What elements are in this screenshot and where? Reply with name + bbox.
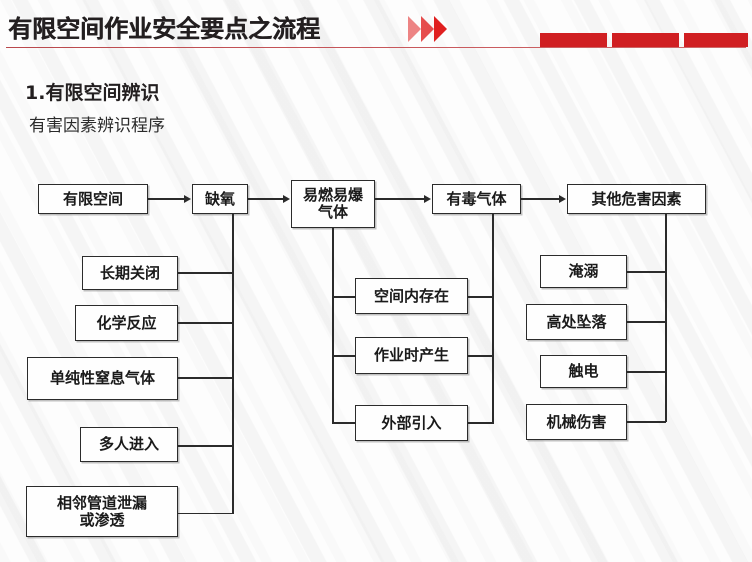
- connector-simple-asphyxiant-gas: [178, 377, 233, 379]
- connector-chemical-reaction: [178, 322, 233, 324]
- connector-introduced-externally-right: [468, 422, 493, 424]
- slide-header: 有限空间作业安全要点之流程: [0, 0, 752, 58]
- connector-electric-shock: [627, 371, 666, 373]
- flow-node-chemical-reaction[interactable]: 化学反应: [75, 305, 178, 341]
- flow-node-label: 易燃易爆 气体: [302, 186, 363, 221]
- flow-node-confined-space[interactable]: 有限空间: [38, 184, 148, 214]
- arrow-head-oxygen-to-flammable: [283, 194, 290, 203]
- flow-node-oxygen-deficiency[interactable]: 缺氧: [192, 184, 248, 214]
- chevron-right-icon-1: [408, 16, 421, 42]
- connector-mechanical-injury: [627, 421, 666, 423]
- header-accent-block-1: [540, 33, 607, 47]
- connector-adjacent-pipe-leak: [178, 512, 233, 514]
- trunk-toxic-gas: [492, 214, 494, 424]
- connector-fall-from-height: [627, 321, 666, 323]
- connector-toxic-to-other: [521, 198, 559, 200]
- header-divider: [6, 47, 746, 48]
- arrow-head-flammable-to-toxic: [424, 194, 431, 203]
- header-accent-block-2: [612, 33, 679, 47]
- chevron-right-icon-3: [434, 16, 447, 42]
- page-title: 有限空间作业安全要点之流程: [8, 15, 320, 43]
- connector-drowning: [627, 271, 666, 273]
- flow-node-multiple-people-entry[interactable]: 多人进入: [80, 427, 178, 462]
- flow-node-mechanical-injury[interactable]: 机械伤害: [526, 404, 627, 440]
- trunk-other-hazards: [665, 214, 667, 422]
- flow-node-label: 相邻管道泄漏 或渗透: [56, 493, 147, 529]
- connector-introduced-externally-left: [332, 422, 356, 424]
- flow-node-electric-shock[interactable]: 触电: [540, 355, 627, 388]
- flow-node-simple-asphyxiant-gas[interactable]: 单纯性窒息气体: [27, 357, 178, 400]
- trunk-flammable-explosive-gas: [332, 228, 334, 423]
- flow-node-other-hazards[interactable]: 其他危害因素: [567, 184, 706, 214]
- flow-node-toxic-gas[interactable]: 有毒气体: [432, 184, 521, 214]
- section-number-title: 1.有限空间辨识: [25, 82, 160, 104]
- flow-node-fall-from-height[interactable]: 高处坠落: [526, 304, 627, 340]
- connector-existing-in-space-left: [332, 296, 356, 298]
- flow-node-existing-in-space[interactable]: 空间内存在: [355, 278, 468, 314]
- arrow-head-toxic-to-other: [559, 194, 566, 203]
- connector-long-term-closed: [178, 272, 233, 274]
- flow-node-flammable-explosive-gas[interactable]: 易燃易爆 气体: [291, 180, 375, 228]
- connector-flammable-to-toxic: [375, 198, 424, 200]
- header-accent-block-3: [684, 33, 748, 47]
- double-chevron-right-icon: [408, 16, 468, 42]
- flow-node-drowning[interactable]: 淹溺: [540, 255, 627, 288]
- flow-node-generated-during-work[interactable]: 作业时产生: [355, 337, 468, 374]
- flow-node-long-term-closed[interactable]: 长期关闭: [82, 256, 178, 290]
- connector-oxygen-to-flammable: [248, 198, 283, 200]
- connector-confined-to-oxygen: [148, 198, 184, 200]
- connector-generated-during-work-right: [468, 355, 493, 357]
- connector-multiple-people-entry: [178, 445, 233, 447]
- flow-node-adjacent-pipe-leak[interactable]: 相邻管道泄漏 或渗透: [26, 486, 178, 537]
- trunk-oxygen-deficiency: [232, 214, 234, 514]
- arrow-head-confined-to-oxygen: [184, 194, 191, 203]
- connector-generated-during-work-left: [332, 355, 356, 357]
- connector-existing-in-space-right: [468, 296, 493, 298]
- section-subtitle: 有害因素辨识程序: [29, 116, 165, 136]
- flow-node-introduced-externally[interactable]: 外部引入: [355, 405, 468, 441]
- chevron-right-icon-2: [421, 16, 434, 42]
